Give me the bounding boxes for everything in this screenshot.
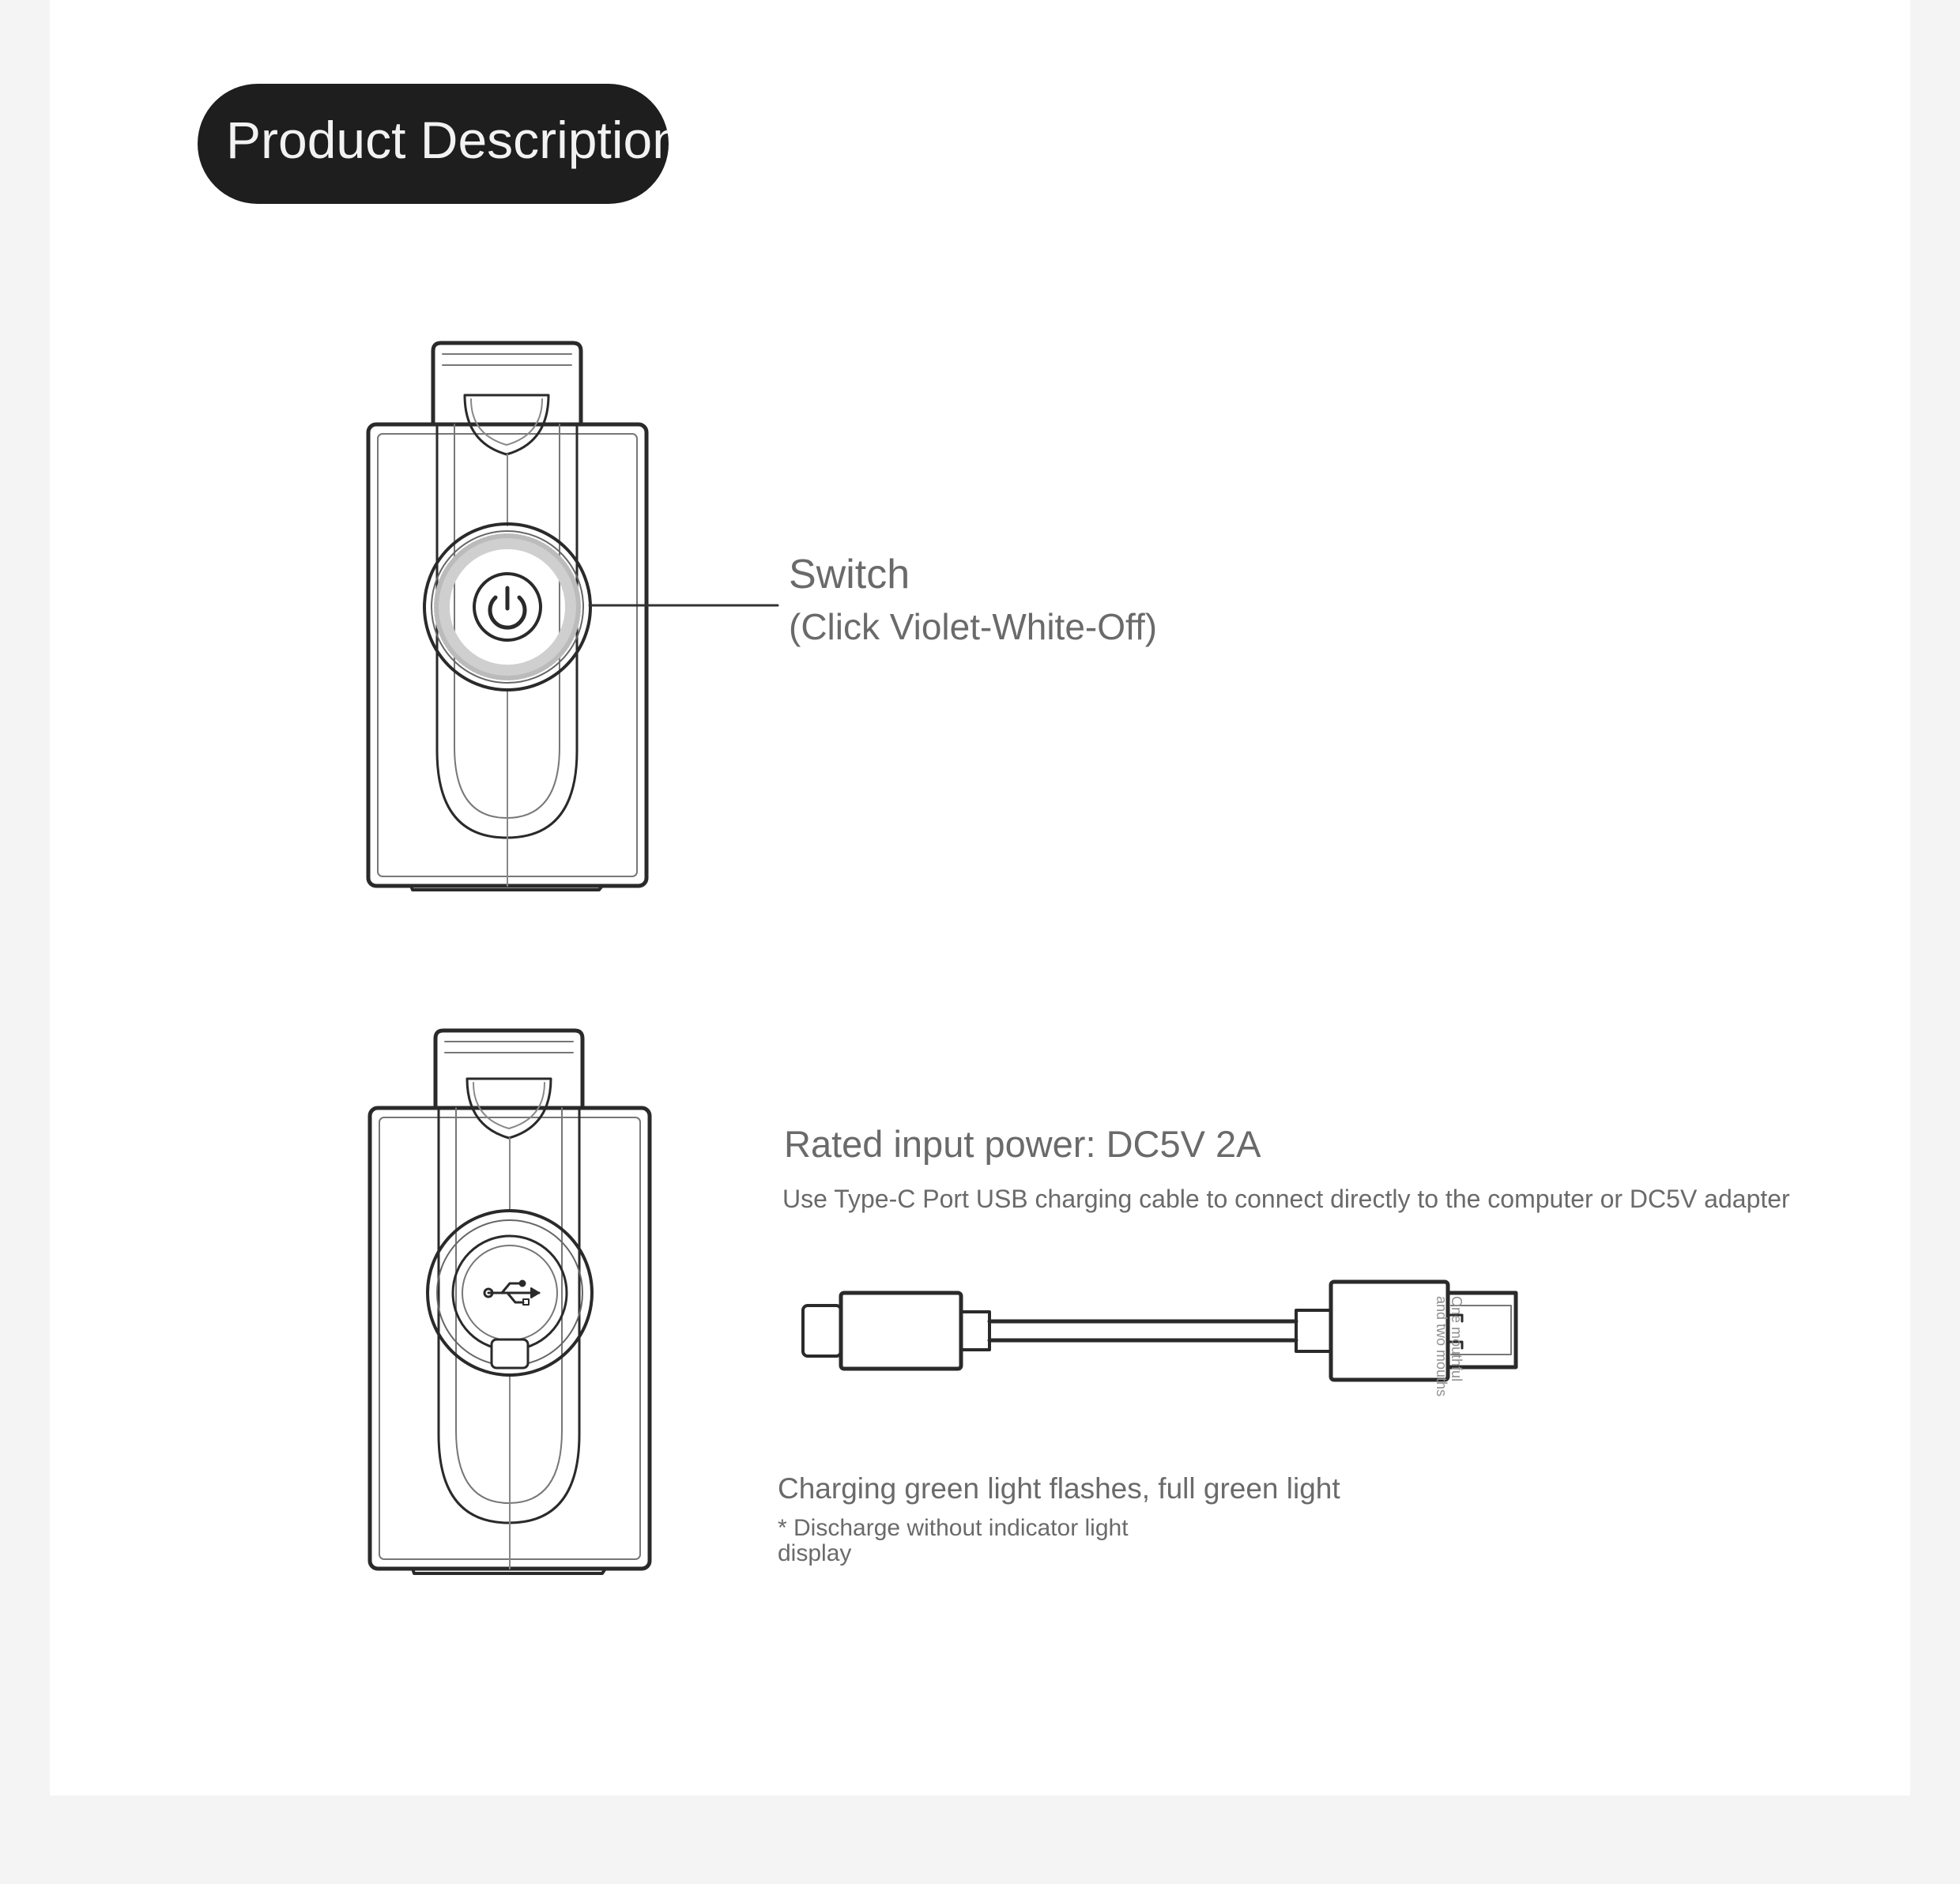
usb-icon: [483, 1279, 541, 1306]
rated-input-power: Rated input power: DC5V 2A: [784, 1123, 1261, 1165]
discharge-note: * Discharge without indicator light disp…: [778, 1515, 1129, 1566]
switch-label: Switch: [789, 552, 910, 597]
type-c-usb-cable: [801, 1279, 1518, 1382]
charging-instruction: Use Type-C Port USB charging cable to co…: [782, 1185, 1790, 1213]
device-charging-port-view: [368, 1028, 652, 1575]
device-front-view: [366, 341, 649, 891]
charging-indicator-status: Charging green light flashes, full green…: [778, 1472, 1340, 1505]
section-title: Product Description: [226, 111, 669, 169]
power-icon: [488, 586, 527, 630]
section-title-pill: Product Description: [198, 84, 669, 204]
content-panel: [50, 0, 1910, 1795]
cable-connector-label: One mouthful and two mouths: [1434, 1296, 1464, 1397]
switch-mode-description: (Click Violet-White-Off): [789, 606, 1158, 647]
